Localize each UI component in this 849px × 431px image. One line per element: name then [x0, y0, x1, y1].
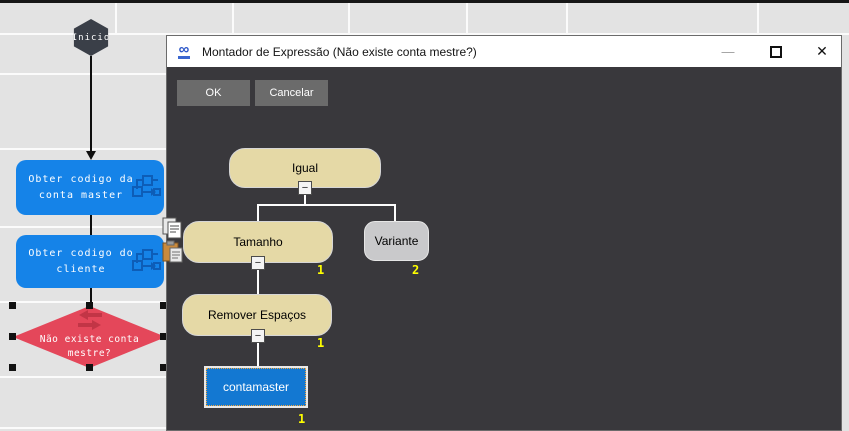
grid-vline — [757, 3, 759, 33]
flow-node-inicio-label: Inicio — [71, 32, 111, 43]
grid-hline — [0, 376, 166, 378]
grid-vline — [466, 3, 468, 33]
tree-wire — [394, 204, 396, 221]
tree-wire — [257, 204, 396, 206]
close-button[interactable]: ✕ — [805, 36, 839, 67]
maximize-icon — [770, 45, 782, 58]
connector — [90, 215, 92, 235]
app-logo-icon: ∞ — [178, 41, 190, 59]
grid-hline — [0, 73, 166, 75]
tree-node-label: Tamanho — [233, 235, 283, 249]
minimize-icon: — — [721, 44, 735, 59]
flow-node-decision-label: Não existe conta mestre? — [39, 333, 140, 359]
expression-builder-dialog: ∞ Montador de Expressão (Não existe cont… — [166, 35, 842, 431]
grid-vline — [348, 3, 350, 33]
collapse-toggle[interactable]: − — [251, 329, 265, 343]
grid-vline — [232, 3, 234, 33]
tree-wire — [257, 342, 259, 366]
arg-index: 1 — [298, 412, 306, 426]
flow-node-label: Obter codigo do cliente — [28, 247, 134, 275]
minimize-button[interactable]: — — [711, 36, 745, 67]
paste-icon[interactable] — [162, 240, 184, 263]
grid-hline — [0, 226, 166, 228]
grid-vline — [115, 3, 117, 33]
grid-vline — [566, 3, 568, 33]
collapse-toggle[interactable]: − — [298, 181, 312, 195]
arg-index: 1 — [317, 336, 325, 350]
dialog-title: Montador de Expressão (Não existe conta … — [202, 44, 477, 59]
selection-handle[interactable] — [9, 364, 16, 371]
collapse-toggle[interactable]: − — [251, 256, 265, 270]
grid-hline — [0, 427, 166, 429]
flow-node-obter-conta-master[interactable]: Obter codigo da conta master — [16, 160, 164, 215]
flow-node-obter-cliente[interactable]: Obter codigo do cliente — [16, 235, 164, 288]
grid-hline — [0, 33, 849, 35]
connector — [90, 56, 92, 153]
selection-handle[interactable] — [160, 333, 167, 340]
arg-index: 2 — [412, 263, 420, 277]
selection-handle[interactable] — [160, 302, 167, 309]
tree-wire — [257, 267, 259, 294]
selection-handle[interactable] — [160, 364, 167, 371]
close-icon: ✕ — [816, 43, 828, 59]
connector — [90, 288, 92, 305]
subflow-icon — [132, 174, 161, 197]
selection-handle[interactable] — [9, 302, 16, 309]
arrowhead-icon — [86, 151, 96, 160]
selection-handle[interactable] — [86, 364, 93, 371]
tree-node-variante[interactable]: Variante — [364, 221, 429, 261]
tree-wire — [304, 194, 306, 206]
arg-index: 1 — [317, 263, 325, 277]
tree-node-label: Variante — [374, 234, 419, 248]
grid-hline — [0, 148, 166, 150]
copy-icon[interactable] — [162, 217, 184, 239]
tree-node-contamaster[interactable]: contamaster — [204, 366, 308, 408]
tree-node-label: contamaster — [222, 380, 290, 394]
tree-node-label: Remover Espaços — [207, 308, 307, 322]
flow-node-label: Obter codigo da conta master — [28, 173, 134, 201]
tree-wire — [257, 204, 259, 221]
maximize-button[interactable] — [759, 36, 793, 67]
swap-arrows-icon — [77, 310, 102, 330]
grid-hline — [0, 301, 166, 303]
top-border-strip — [0, 0, 849, 3]
selection-handle[interactable] — [9, 333, 16, 340]
dialog-titlebar[interactable]: ∞ Montador de Expressão (Não existe cont… — [167, 36, 841, 67]
subflow-icon — [132, 248, 161, 271]
tree-node-label: Igual — [291, 161, 319, 175]
flow-node-inicio[interactable]: Inicio — [71, 19, 111, 56]
flow-node-decision[interactable]: Não existe conta mestre? — [13, 306, 166, 368]
ok-button[interactable]: OK — [177, 80, 250, 106]
selection-handle[interactable] — [86, 302, 93, 309]
cancel-button[interactable]: Cancelar — [255, 80, 328, 106]
